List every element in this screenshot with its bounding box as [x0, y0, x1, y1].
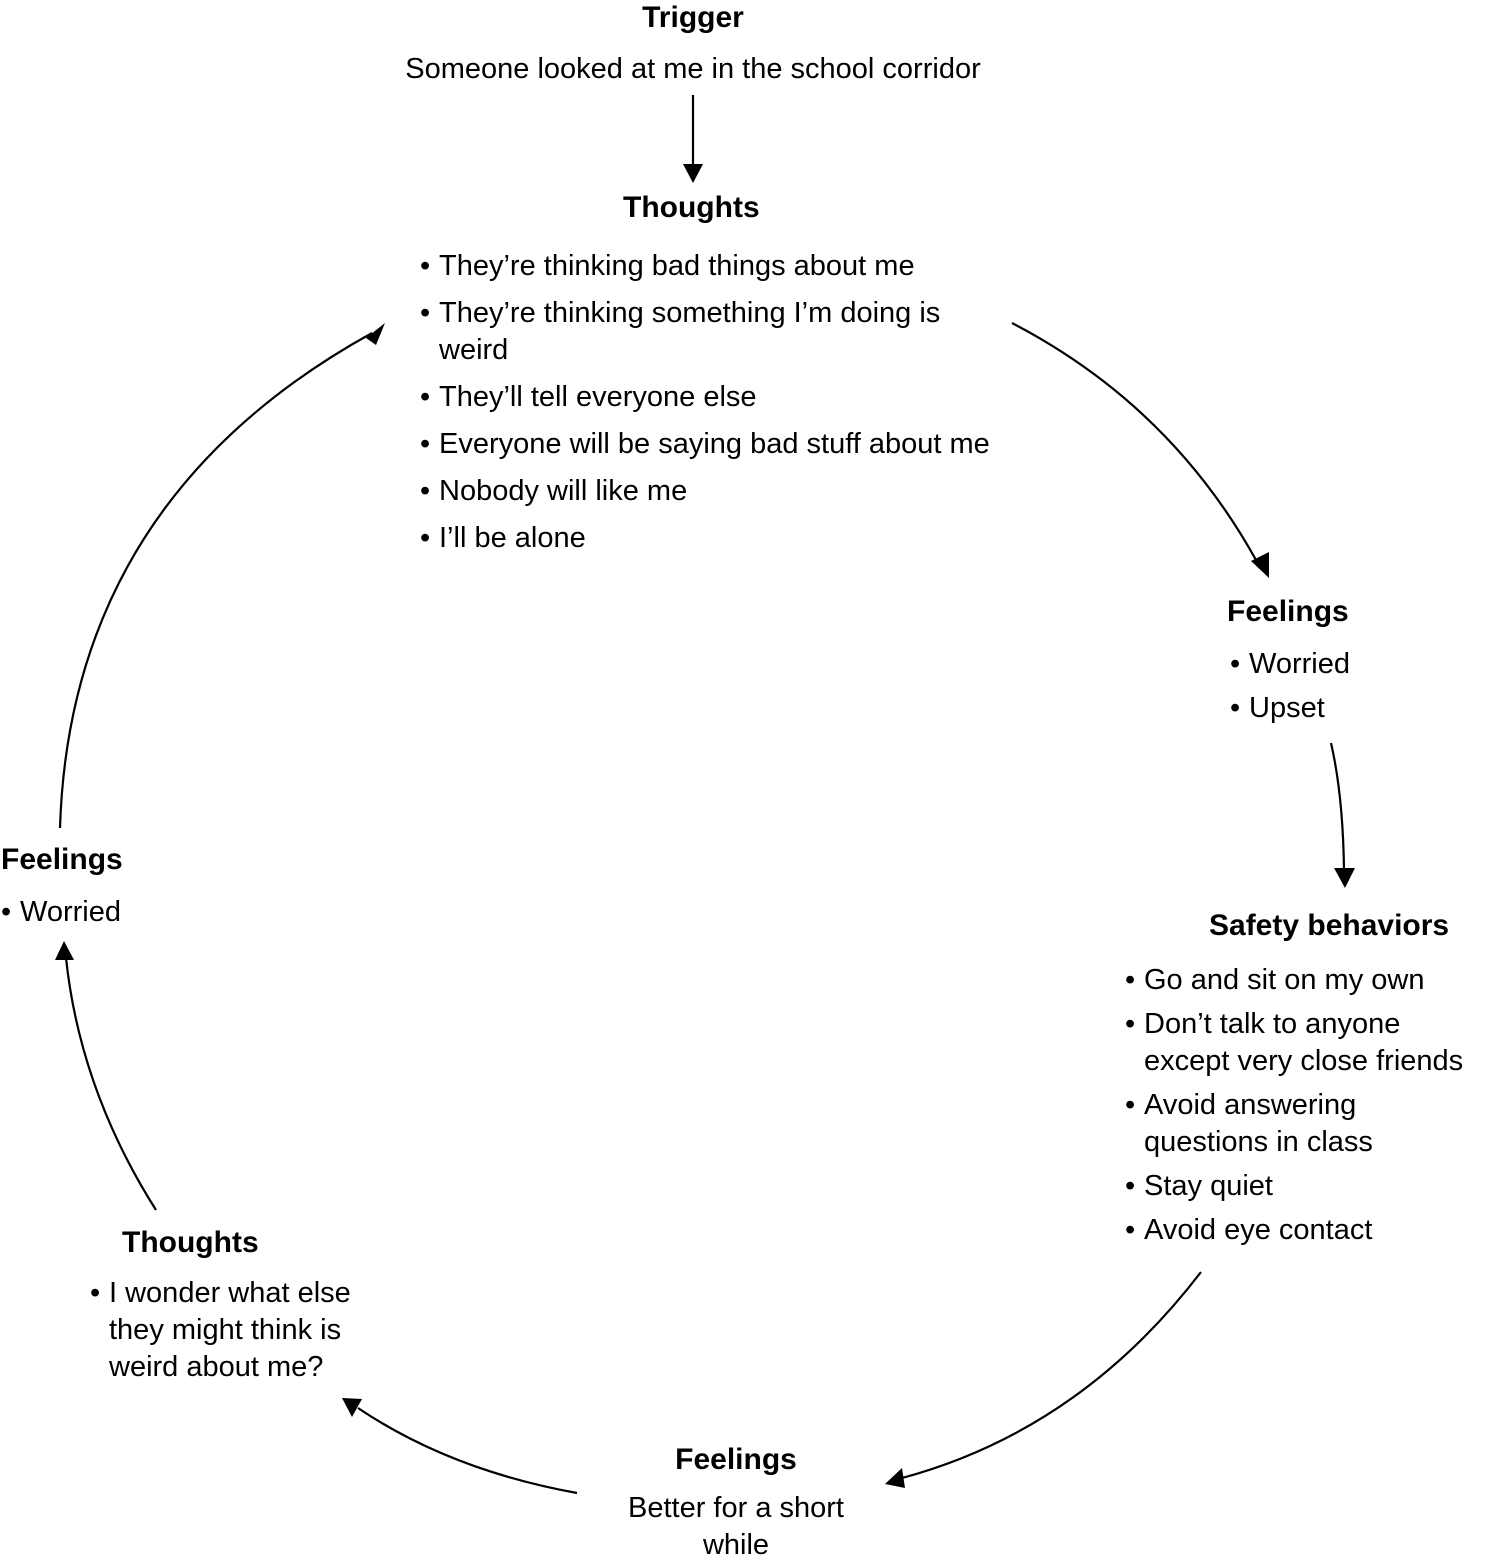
arrowhead-icon — [1251, 552, 1269, 578]
thoughts-top-node: Thoughts They’re thinking bad things abo… — [420, 190, 1060, 567]
list-item: Upset — [1230, 690, 1427, 727]
arrowhead-icon — [342, 1398, 362, 1417]
feelings-left-list: Worried — [1, 894, 201, 931]
safety-behaviors-title: Safety behaviors — [1209, 909, 1450, 942]
list-item: Avoid answering questions in class — [1125, 1087, 1394, 1161]
trigger-text: Someone looked at me in the school corri… — [405, 53, 981, 85]
feelings-bottom-text: Better for a short while — [628, 1492, 844, 1561]
list-item: Stay quiet — [1125, 1168, 1488, 1205]
feelings-right-list: Worried Upset — [1230, 646, 1427, 727]
feelings-bottom-title: Feelings — [675, 1443, 797, 1476]
list-item: I’ll be alone — [420, 520, 980, 557]
arrowhead-icon — [55, 941, 74, 960]
list-item: Worried — [1230, 646, 1427, 683]
arrow-thoughts-to-feelings — [1011, 322, 1257, 561]
arrow-feelings-bottom-to-thoughts — [357, 1407, 578, 1495]
list-item: Worried — [1, 894, 201, 931]
arrow-feelings-left-to-thoughts-top — [58, 332, 373, 829]
thoughts-bottom-left-node: Thoughts I wonder what else they might t… — [90, 1225, 390, 1396]
thoughts-top-list: They’re thinking bad things about me The… — [420, 248, 990, 557]
list-item: They’re thinking bad things about me — [420, 248, 980, 285]
arrow-thoughts-to-feelings-left — [64, 957, 157, 1211]
feelings-bottom-node: Feelings Better for a short while — [605, 1442, 867, 1564]
trigger-node: Trigger Someone looked at me in the scho… — [370, 0, 1016, 87]
list-item: Don’t talk to anyone except very close f… — [1125, 1006, 1479, 1080]
thoughts-bottom-left-title: Thoughts — [122, 1226, 259, 1259]
list-item: They’ll tell everyone else — [420, 379, 980, 416]
arrow-safety-to-feelings-bottom — [901, 1271, 1202, 1480]
list-item: Nobody will like me — [420, 473, 980, 510]
safety-behaviors-list: Go and sit on my own Don’t talk to anyon… — [1125, 962, 1488, 1249]
thoughts-top-title: Thoughts — [623, 191, 760, 224]
list-item: Everyone will be saying bad stuff about … — [420, 426, 990, 463]
arrow-feelings-to-safety — [1329, 742, 1346, 871]
feelings-left-title: Feelings — [1, 843, 123, 876]
list-item: Avoid eye contact — [1125, 1212, 1488, 1249]
feelings-right-title: Feelings — [1227, 595, 1349, 628]
list-item: They’re thinking something I’m doing is … — [420, 295, 959, 369]
thoughts-bottom-left-list: I wonder what else they might think is w… — [90, 1275, 375, 1386]
arrowhead-icon — [885, 1468, 905, 1488]
safety-behaviors-node: Safety behaviors Go and sit on my own Do… — [1125, 908, 1488, 1256]
trigger-title: Trigger — [642, 1, 744, 34]
list-item: I wonder what else they might think is w… — [90, 1275, 375, 1386]
feelings-right-node: Feelings Worried Upset — [1227, 594, 1427, 734]
arrowhead-icon — [366, 323, 385, 345]
feelings-left-node: Feelings Worried — [1, 842, 201, 941]
list-item: Go and sit on my own — [1125, 962, 1488, 999]
arrowhead-icon — [1334, 868, 1355, 888]
arrowhead-icon — [683, 164, 703, 183]
